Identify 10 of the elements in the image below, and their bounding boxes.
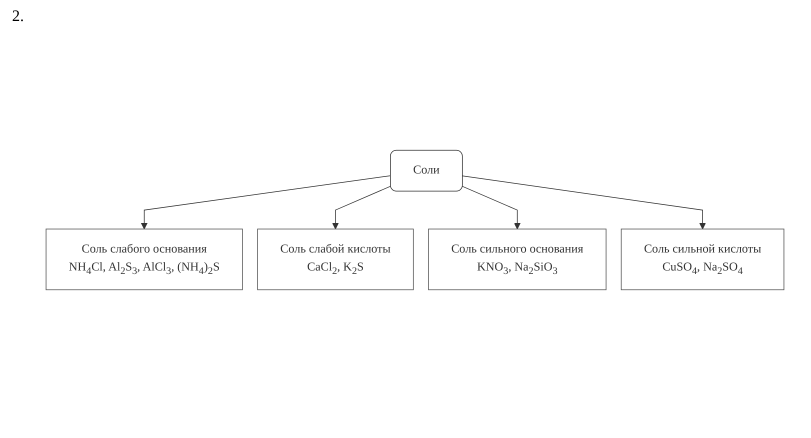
arrow: [462, 186, 521, 230]
node-box: Соль сильной кислоты CuSO$_{4}$, Na$_{2}$SO$_{4}$: [620, 228, 784, 290]
arrow: [462, 175, 706, 230]
node-box: Соль слабого основания NH$_{4}$Cl, Al$_{2}$S$_{3}$, AlCl$_{3}$, (NH$_{4}$)$_{2}$S: [46, 228, 243, 290]
arrow: [332, 186, 391, 230]
node-box: Соли: [390, 150, 463, 192]
arrow: [140, 175, 391, 230]
node-box: Соль слабой кислоты CaCl$_{2}$, K$_{2}$S: [257, 228, 414, 290]
item-number: 2.: [12, 8, 24, 26]
node-box: Соль сильного основания KNO$_{3}$, Na$_{2}$SiO$_{3}$: [428, 228, 606, 290]
